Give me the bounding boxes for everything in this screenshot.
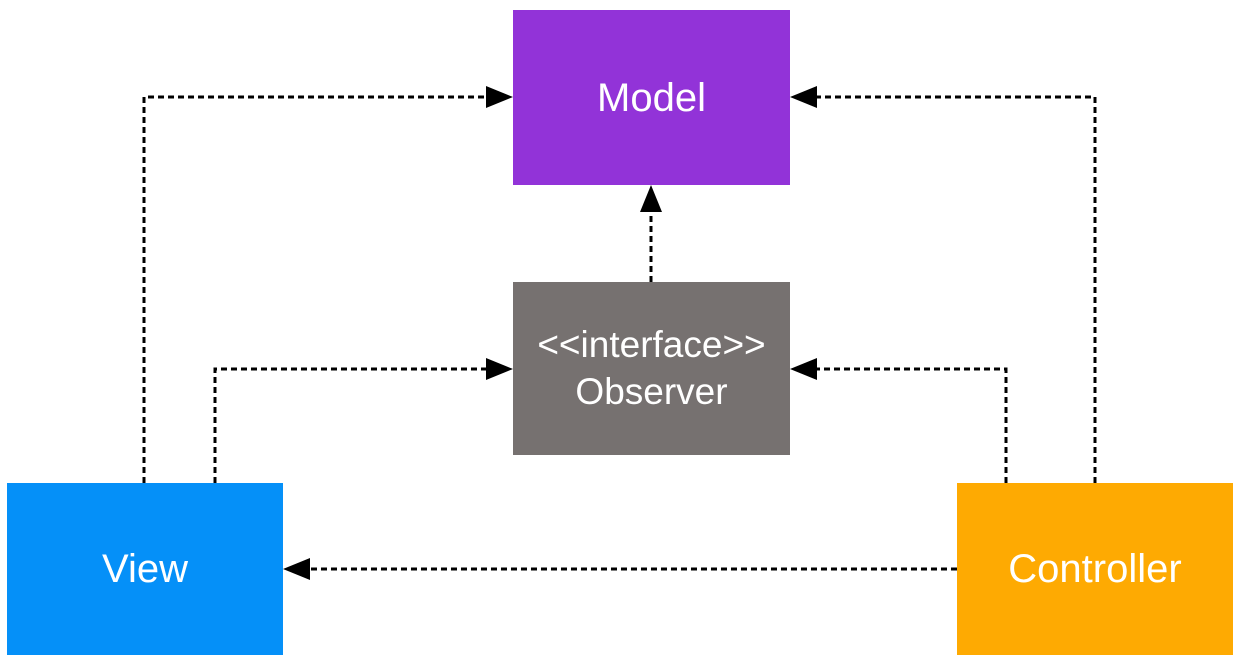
edge-view-to-model [142,86,513,483]
node-observer-stereotype: <<interface>> [537,324,766,366]
node-view: View [7,483,283,655]
node-view-label: View [102,547,188,591]
arrowhead-into-observer-right [790,358,817,380]
edge-controller-to-model [790,86,1097,483]
edge-observer-to-model [640,185,662,282]
node-controller-label: Controller [1008,547,1182,591]
arrowhead-into-model-bottom [640,185,662,212]
edge-view-to-observer [213,358,513,483]
node-observer: <<interface>> Observer [513,282,790,455]
edge-controller-to-view [283,558,957,580]
node-model-label: Model [597,75,706,120]
arrowhead-into-model-right [790,86,817,108]
arrowhead-into-model-left [486,86,513,108]
arrowhead-into-observer-left [486,358,513,380]
node-model: Model [513,10,790,185]
edge-controller-to-observer [790,358,1008,483]
arrowhead-into-view-right [283,558,310,580]
node-controller: Controller [957,483,1233,655]
node-observer-label: Observer [575,370,728,412]
